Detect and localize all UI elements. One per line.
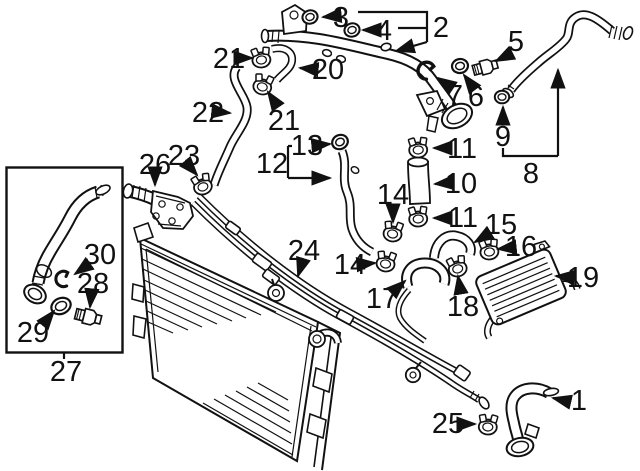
callout-26[interactable]: 26: [139, 149, 171, 181]
hose-clamp-16: [477, 237, 501, 262]
callout-labels: 1 2 3 4 5 6 7 8 9 10 11 11 12 13 14 14 1…: [17, 2, 599, 440]
radiator-core-hatch-bottom: [202, 382, 294, 456]
callout-2[interactable]: 2: [433, 12, 449, 44]
cap-13: [328, 131, 352, 153]
radiator-core-hatch-top: [140, 247, 277, 334]
callout-15[interactable]: 15: [485, 209, 517, 241]
callout-18[interactable]: 18: [447, 291, 479, 323]
callout-14b[interactable]: 14: [334, 249, 366, 281]
hose-clamp-21b: [250, 71, 276, 98]
callout-11a[interactable]: 11: [447, 133, 477, 165]
callout-6[interactable]: 6: [468, 81, 484, 113]
callout-25[interactable]: 25: [432, 408, 464, 440]
callout-13[interactable]: 13: [291, 130, 323, 162]
hose-clamp-14a: [381, 219, 405, 244]
water-pipe-drawing: [262, 3, 474, 133]
callout-23[interactable]: 23: [168, 140, 200, 172]
hose-clamp-21a: [249, 45, 273, 70]
callout-11b[interactable]: 11: [448, 202, 478, 234]
hose-clamp-11b: [407, 204, 430, 229]
callout-7[interactable]: 7: [447, 80, 463, 112]
callout-1[interactable]: 1: [571, 385, 587, 417]
callout-10[interactable]: 10: [445, 168, 477, 200]
coolant-pipe-assembly-drawing: [193, 196, 490, 410]
bypass-hose-20-drawing: [272, 48, 292, 80]
fitting-5: [470, 56, 500, 78]
hose-clamp-25: [477, 413, 499, 437]
callout-22[interactable]: 22: [192, 97, 224, 129]
inset-kit-box: [5, 166, 124, 354]
thermostat-housing-drawing: [122, 183, 194, 230]
hose-clamp-14b: [374, 249, 398, 274]
callout-16[interactable]: 16: [505, 231, 537, 263]
callout-9[interactable]: 9: [495, 121, 511, 153]
hose-clamp-11a: [407, 135, 430, 160]
callout-4[interactable]: 4: [376, 15, 392, 47]
callout-5[interactable]: 5: [508, 26, 524, 58]
callout-28[interactable]: 28: [77, 268, 109, 300]
callout-24[interactable]: 24: [288, 235, 320, 267]
o-ring-6: [449, 56, 471, 76]
callout-8[interactable]: 8: [523, 158, 539, 190]
callout-3[interactable]: 3: [333, 2, 349, 34]
kit-hose-drawing: [23, 184, 111, 305]
callout-20[interactable]: 20: [312, 54, 344, 86]
connector-hose-10-drawing: [407, 156, 431, 205]
callout-19[interactable]: 19: [567, 262, 599, 294]
callout-27[interactable]: 27: [50, 356, 82, 388]
hose-15-drawing: [434, 235, 471, 258]
callout-21a[interactable]: 21: [213, 43, 245, 75]
o-ring-9: [493, 89, 511, 105]
lower-hose-drawing: [505, 387, 560, 458]
hose-12-drawing: [342, 151, 372, 252]
callout-21b[interactable]: 21: [268, 105, 300, 137]
pipe-bracket-eyelet: [267, 278, 422, 384]
radiator-drawing: [131, 221, 340, 471]
callout-17[interactable]: 17: [366, 283, 398, 315]
callout-29[interactable]: 29: [17, 317, 49, 349]
hose-17-drawing: [407, 263, 445, 287]
callout-14a[interactable]: 14: [377, 179, 409, 211]
hose-clamp-23: [189, 171, 216, 198]
callout-30[interactable]: 30: [84, 239, 116, 271]
leader-lines: [36, 7, 576, 432]
callout-12[interactable]: 12: [256, 148, 288, 180]
